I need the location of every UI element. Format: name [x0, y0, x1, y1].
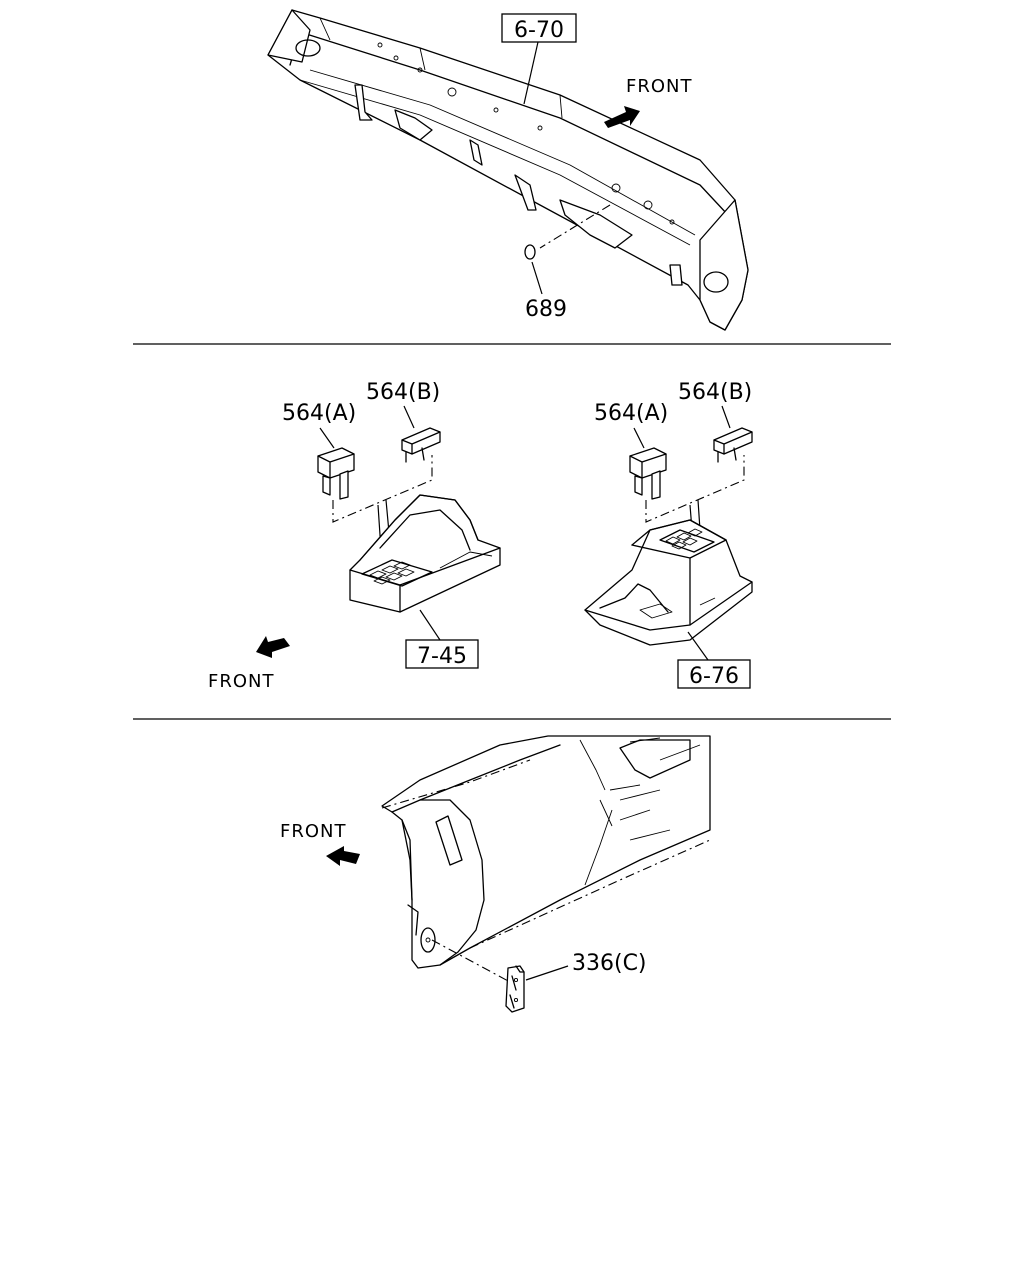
front-arrow-icon [256, 636, 290, 658]
ref-box-7-45[interactable] [405, 639, 479, 669]
part-564b-left: 564(B) [366, 380, 440, 405]
console-6-76-drawing [584, 519, 753, 646]
bracket-336c-icon [505, 965, 525, 1013]
switch-564b-right-icon [713, 427, 753, 463]
part-564b-right: 564(B) [678, 380, 752, 405]
front-label-1: FRONT [626, 76, 693, 97]
section-console-left: 564(A) 564(B) [208, 380, 501, 692]
part-564a-left: 564(A) [282, 401, 356, 426]
section-side-panel: FRONT [280, 735, 711, 1013]
console-7-45-drawing [349, 494, 501, 613]
front-arrow-icon [326, 846, 360, 866]
ref-box-6-70[interactable] [501, 13, 577, 43]
ref-box-6-70-label: 6-70 [514, 18, 564, 43]
front-label-3: FRONT [280, 821, 347, 842]
switch-564a-left-icon [317, 447, 355, 500]
switch-564b-left-icon [401, 427, 441, 463]
crossmember-drawing [267, 9, 749, 331]
ref-box-6-76[interactable] [677, 659, 751, 689]
ref-box-6-76-label: 6-76 [689, 664, 739, 689]
section-crossmember: 6-70 FRONT 689 [267, 9, 749, 331]
front-arrow-icon [604, 106, 640, 128]
grommet-689-icon [524, 244, 536, 260]
section-console-right: 564(A) 564(B) [584, 380, 753, 689]
side-panel-drawing [381, 735, 711, 969]
front-label-2: FRONT [208, 671, 275, 692]
part-564a-right: 564(A) [594, 401, 668, 426]
part-number-689: 689 [525, 297, 567, 322]
switch-564a-right-icon [629, 447, 667, 500]
ref-box-7-45-label: 7-45 [417, 644, 467, 669]
part-number-336c: 336(C) [572, 951, 647, 976]
